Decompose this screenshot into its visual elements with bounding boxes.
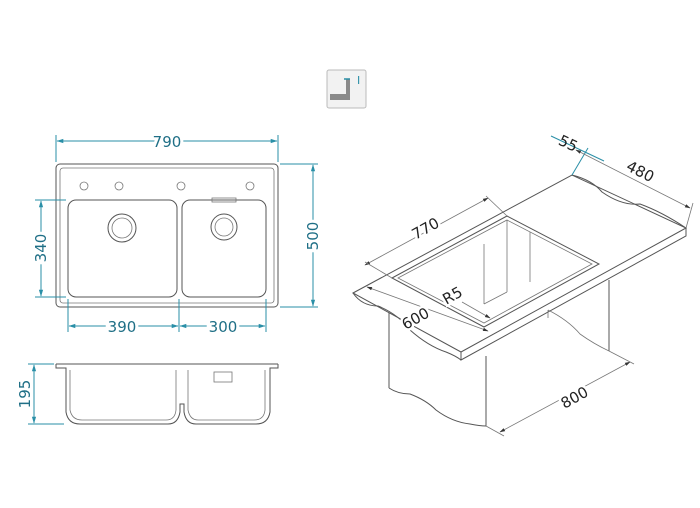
cabinet-cut-back: [547, 309, 610, 352]
icon-marker: I: [357, 74, 360, 87]
right-drain: [210, 213, 238, 241]
dim-overall-width: 790: [153, 133, 182, 151]
dim-countertop-depth: 480: [623, 157, 657, 186]
dim-section-depth: 195: [16, 380, 34, 409]
undermount-sink-icon: I: [326, 69, 367, 109]
right-bowl: [181, 199, 267, 298]
tap-hole: [176, 181, 186, 191]
tap-hole: [79, 181, 89, 191]
front-section-view: 195: [13, 363, 279, 425]
dim-line-600: [366, 286, 489, 332]
dim-line-800: [499, 361, 631, 433]
bowl-section: [55, 364, 279, 425]
top-view: 790 500 340 390 300: [29, 130, 325, 339]
dim-right-bowl-width: 300: [209, 318, 238, 336]
dim-left-bowl-width: 390: [108, 318, 137, 336]
left-drain: [107, 213, 137, 243]
dim-bowl-depth: 340: [32, 234, 50, 263]
dim-overall-depth: 500: [304, 222, 322, 251]
cabinet-view: 55 480 770 R5 600 800: [351, 131, 694, 437]
dim-inset: 55: [556, 131, 581, 155]
cabinet-cut-bottom: [388, 387, 487, 427]
dim-cabinet-length: 800: [558, 383, 592, 413]
sink-outline: [55, 163, 279, 308]
overflow-box: [213, 371, 233, 383]
dim-line-480: [575, 149, 691, 209]
overflow-slot: [211, 197, 237, 203]
tap-hole: [245, 181, 255, 191]
dim-cabinet-width: 600: [399, 304, 433, 334]
dim-corner-radius: R5: [439, 283, 465, 308]
dim-cutout-width: 770: [409, 214, 443, 244]
tap-hole: [114, 181, 124, 191]
dim-line-r5: [461, 301, 491, 319]
dim-line-770: [364, 197, 489, 266]
left-bowl: [67, 199, 178, 298]
